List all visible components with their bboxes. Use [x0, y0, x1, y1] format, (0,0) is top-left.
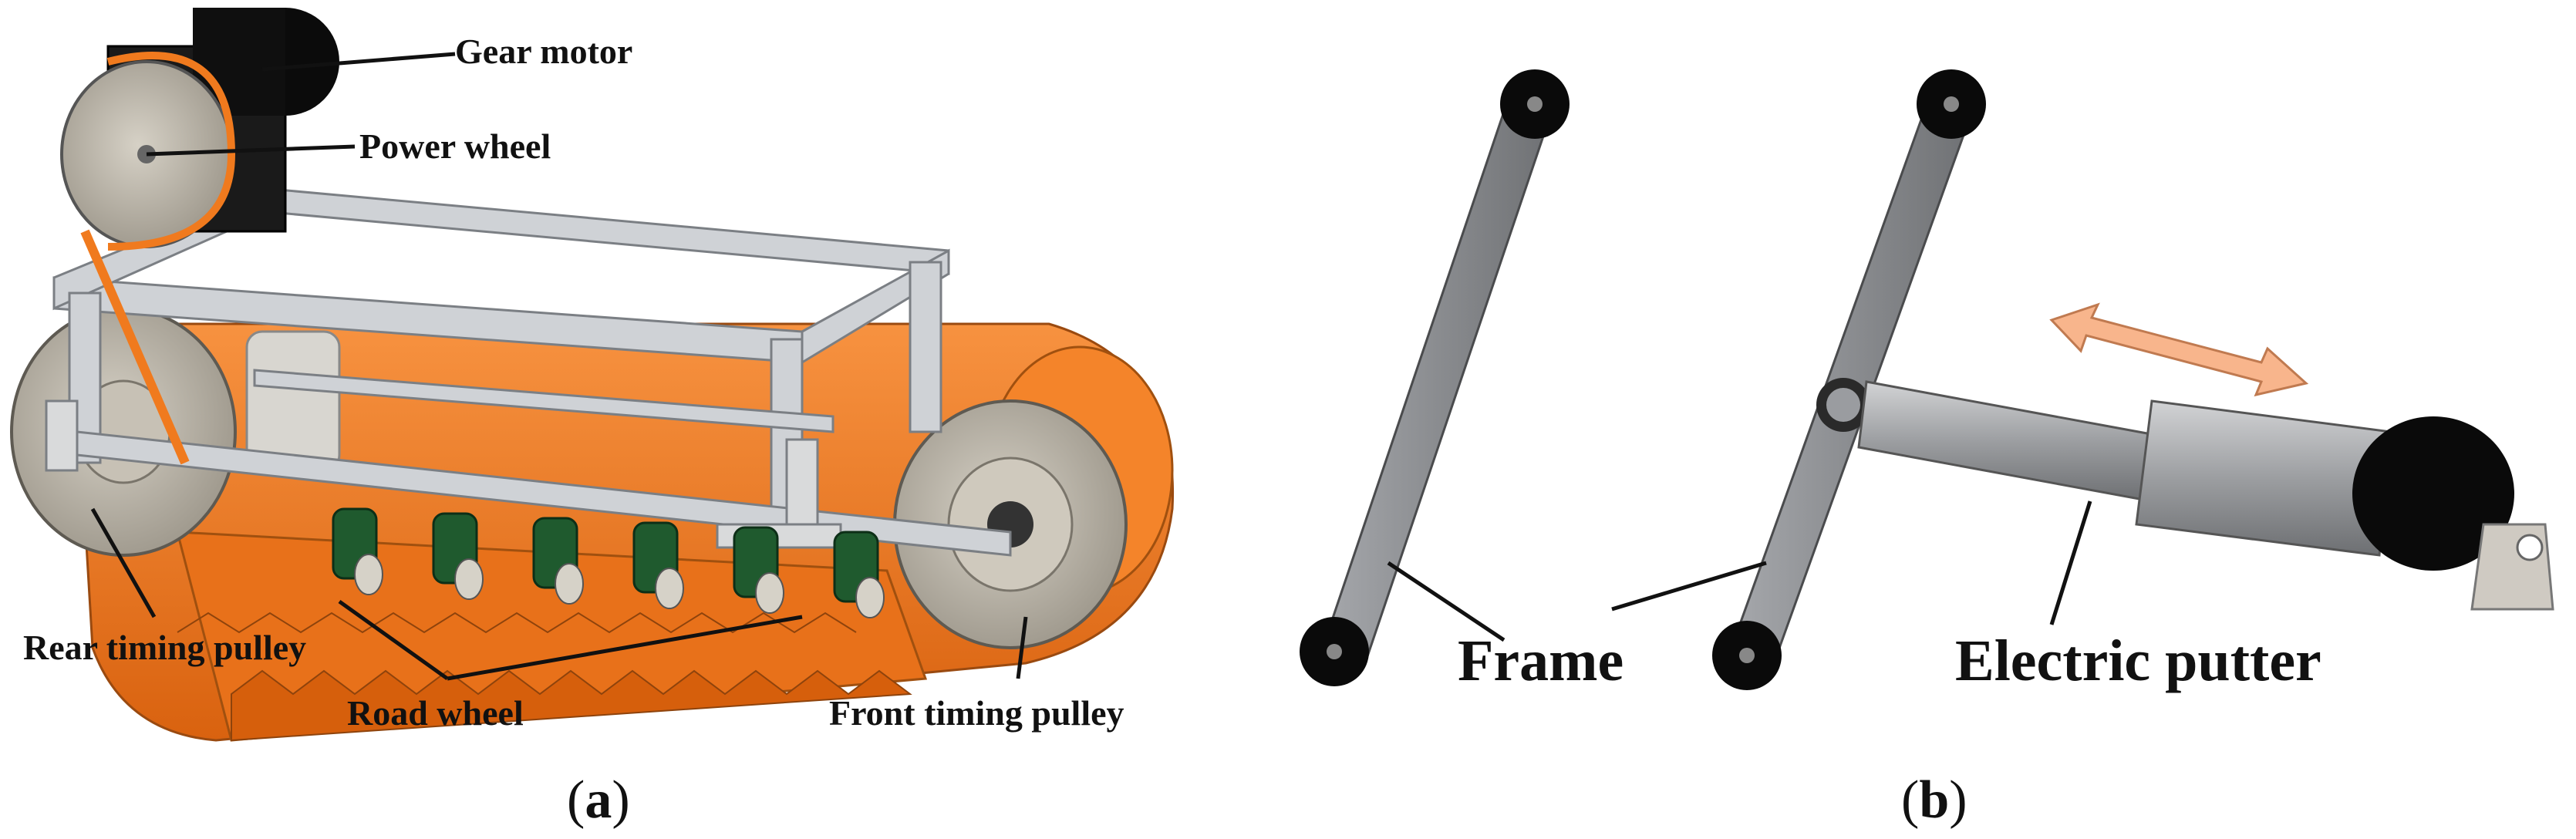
panel-a-leaders: [90, 52, 1028, 681]
road-wheel: [833, 531, 885, 618]
panel-b-leaders: [1387, 500, 2092, 642]
front-timing-pulley: [893, 399, 1128, 649]
label-rear-timing-pulley: Rear timing pulley: [23, 628, 306, 667]
panel-b: Frame Electric putter (b): [1300, 69, 2554, 830]
label-front-timing-pulley: Front timing pulley: [829, 693, 1124, 733]
road-wheels: [332, 507, 885, 618]
label-gear-motor: Gear motor: [455, 32, 632, 71]
label-power-wheel: Power wheel: [359, 126, 551, 166]
label-road-wheel: Road wheel: [347, 693, 524, 733]
road-wheel: [733, 526, 784, 614]
road-wheel: [532, 517, 584, 605]
caption-a: (a): [567, 770, 630, 830]
frame-arm-left: [1300, 69, 1570, 686]
electric-putter: [1857, 380, 2554, 611]
panel-a: Gear motor Power wheel Rear timing pulle…: [10, 8, 1175, 830]
road-wheel: [632, 521, 684, 609]
road-wheel: [332, 507, 383, 595]
motion-arrow: [2049, 302, 2309, 397]
caption-b: (b): [1901, 770, 1967, 830]
frame-arm-right: [1712, 69, 1986, 690]
label-frame: Frame: [1458, 628, 1623, 693]
label-electric-putter: Electric putter: [1955, 628, 2321, 693]
rear-timing-pulley: [10, 307, 341, 557]
road-wheel: [432, 512, 484, 600]
chassis-frame: [45, 187, 1012, 557]
drive-belt: [80, 229, 190, 465]
